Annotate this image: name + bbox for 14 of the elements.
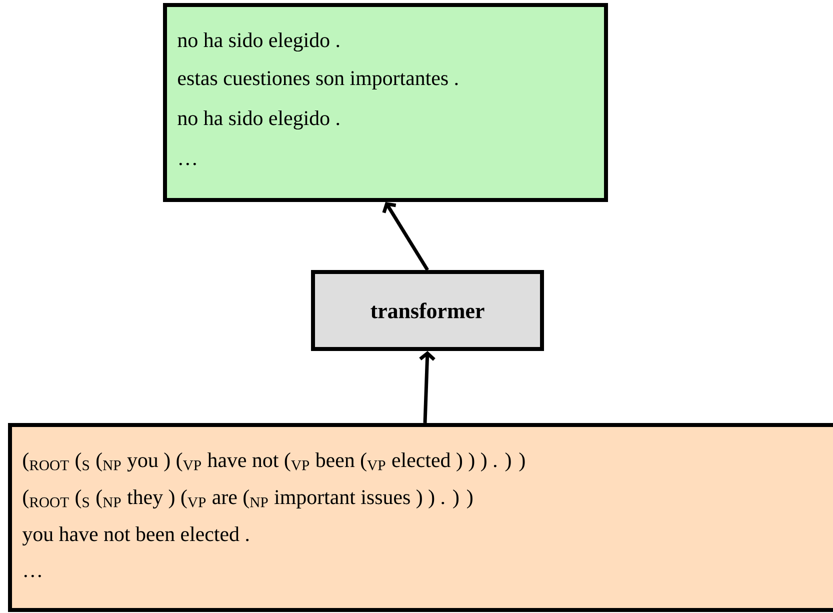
text-line: … — [24, 574, 41, 578]
text-line: ($_{ROOT}$ ($_{S}$ ($_{NP}$ you ) ($_{VP}$ have not ($_{VP}$ been ($_{VP}$ elected ) ) ) . ) ) — [23, 452, 525, 472]
text-box — [163, 3, 608, 202]
text-line: ($_{ROOT}$ ($_{S}$ ($_{NP}$ they ) ($_{VP}$ are ($_{NP}$ important issues ) ) . ) ) — [23, 489, 472, 508]
text-line: … — [179, 162, 196, 166]
arrow — [419, 350, 436, 424]
text-line: no ha sido elegido . — [178, 32, 340, 52]
process-box — [311, 270, 544, 351]
text-line: you have not been elected . — [22, 526, 249, 546]
arrow — [382, 202, 429, 271]
text-line: estas cuestiones son importantes . — [178, 71, 458, 90]
text-box — [8, 422, 833, 612]
text-line: no ha sido elegido . — [178, 110, 340, 130]
box-label: transformer — [370, 302, 484, 318]
